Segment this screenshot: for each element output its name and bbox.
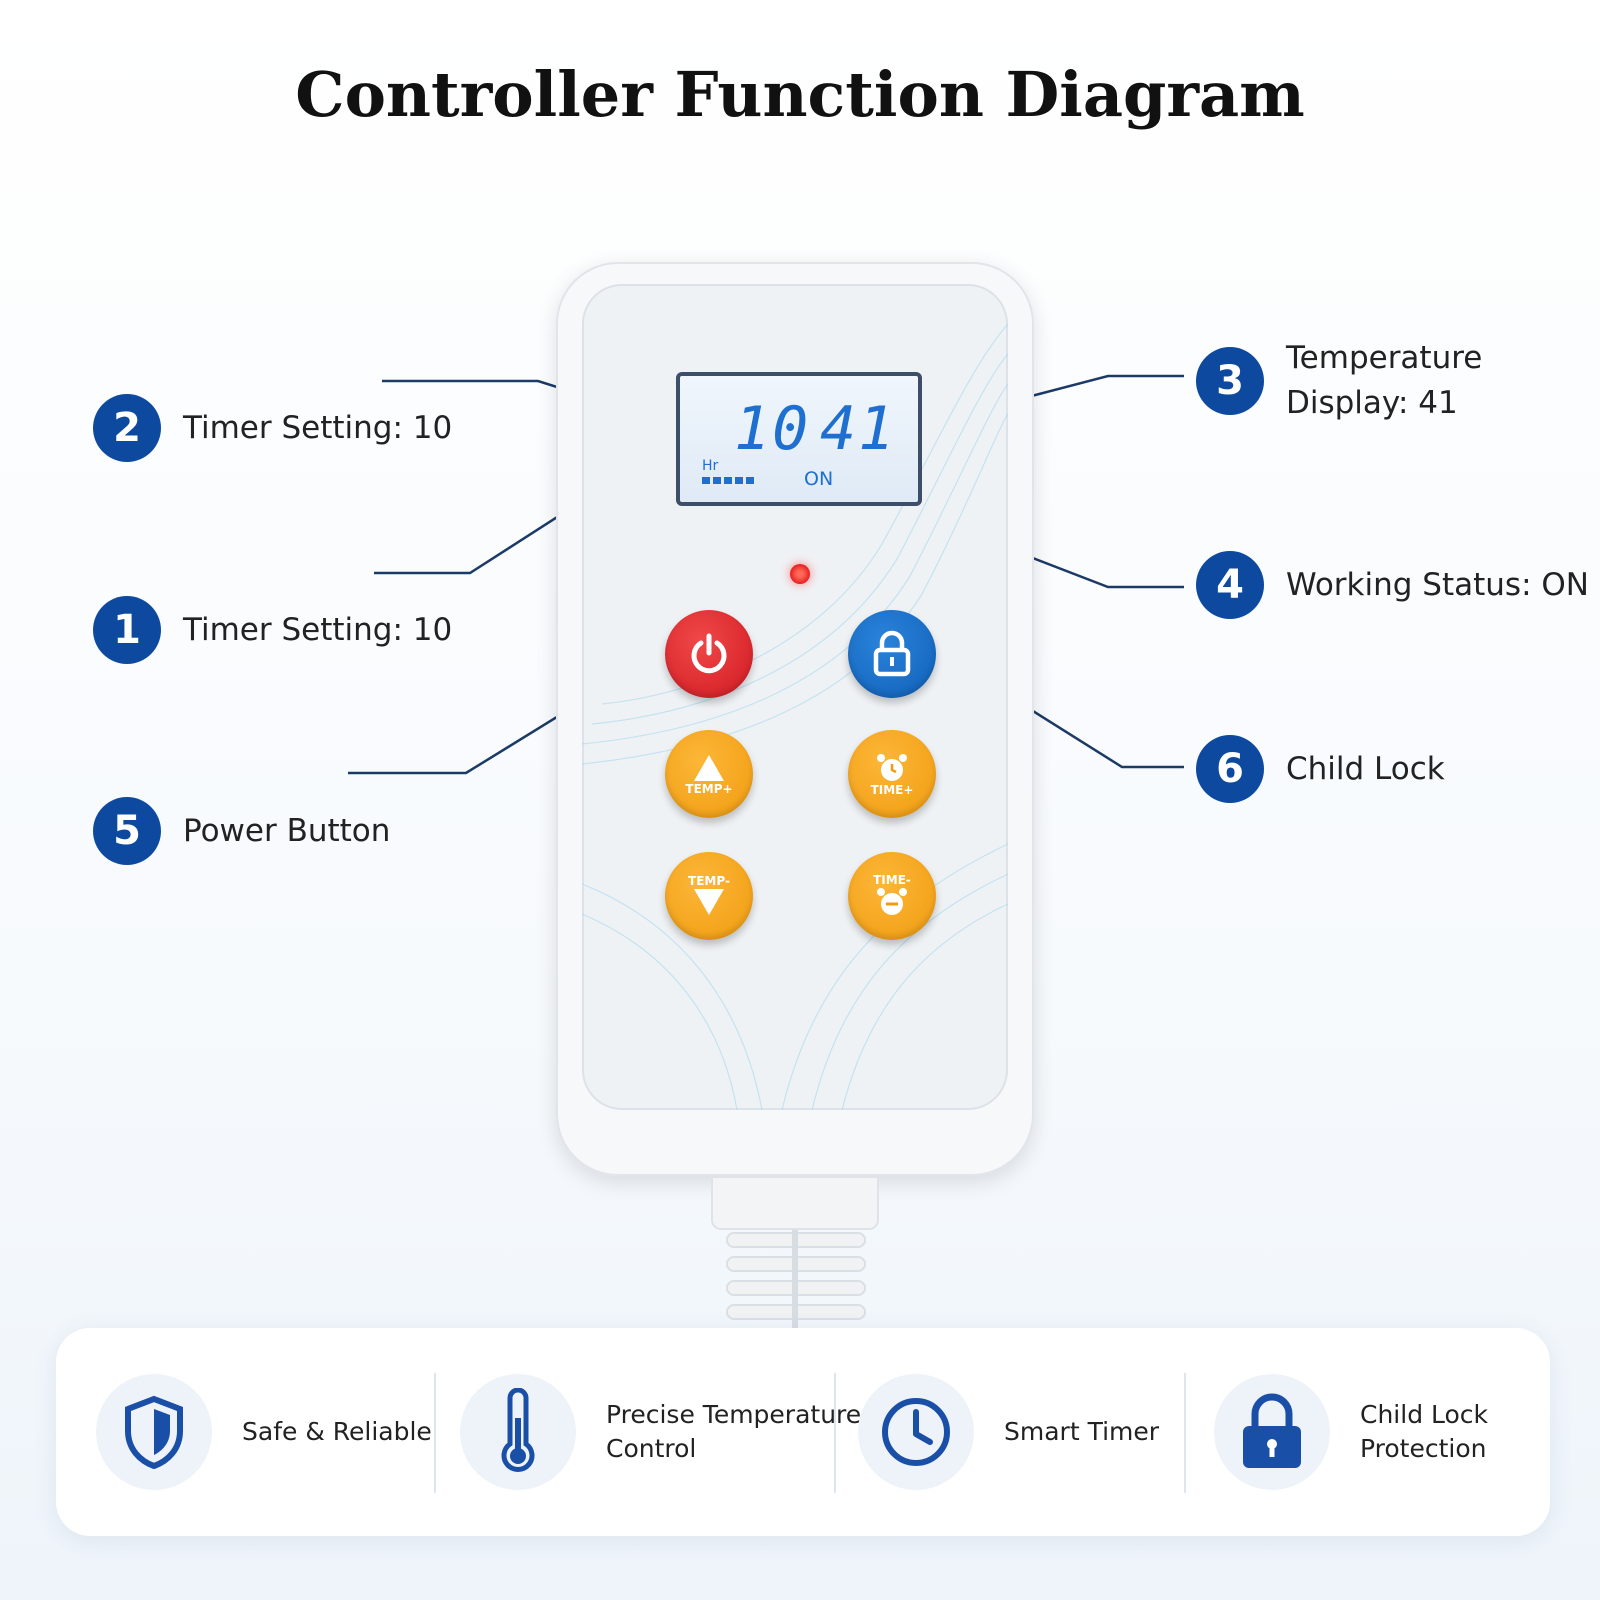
padlock-icon: [873, 630, 911, 677]
callout-5-label: Power Button: [183, 812, 391, 849]
feature-temperature: Precise Temperature Control: [460, 1328, 861, 1536]
time-down-button[interactable]: TIME-: [848, 852, 936, 940]
temp-up-caption: TEMP+: [685, 782, 733, 796]
feature-child-lock-text: Child Lock Protection: [1360, 1398, 1488, 1466]
shield-icon: [125, 1395, 183, 1469]
cable-split: [792, 1230, 798, 1330]
feature-bar: Safe & Reliable Precise Temperature Cont…: [56, 1328, 1550, 1536]
callout-3-number: 3: [1196, 346, 1264, 415]
feature-timer-text: Smart Timer: [1004, 1415, 1159, 1449]
feature-temperature-icon-wrap: [460, 1374, 576, 1490]
feature-divider: [1184, 1373, 1186, 1493]
lcd-temperature-digits: 41: [820, 394, 897, 464]
callout-6-label: Child Lock: [1286, 750, 1445, 787]
callout-3: 3 Temperature Display: 41: [1196, 336, 1482, 426]
lcd-status: ON: [804, 468, 834, 490]
feature-divider: [834, 1373, 836, 1493]
feature-temperature-line1: Precise Temperature: [606, 1400, 862, 1430]
feature-safe-text: Safe & Reliable: [242, 1415, 432, 1449]
feature-child-lock-line1: Child Lock: [1360, 1400, 1489, 1430]
callout-1-number: 1: [93, 596, 161, 664]
callout-1: 1 Timer Setting: 10: [93, 596, 452, 664]
alarm-clock-minus-icon: [877, 888, 907, 915]
callout-5-number: 5: [93, 797, 161, 865]
callout-4-number: 4: [1196, 551, 1264, 619]
feature-child-lock-line2: Protection: [1360, 1434, 1487, 1463]
lcd-hour-unit: Hr: [702, 458, 719, 474]
callout-6-number: 6: [1196, 735, 1264, 803]
wave-pattern: [582, 323, 1008, 1110]
lcd-display: 10 41 Hr ON: [676, 372, 922, 506]
temp-up-button[interactable]: TEMP+: [665, 730, 753, 818]
child-lock-button[interactable]: [848, 610, 936, 698]
triangle-down-icon: [694, 889, 724, 915]
lock-icon: [1243, 1393, 1301, 1468]
callout-2-number: 2: [93, 394, 161, 462]
lcd-level-bars: [702, 477, 754, 484]
callout-2: 2 Timer Setting: 10: [93, 394, 452, 462]
callout-6: 6 Child Lock: [1196, 735, 1445, 803]
temp-down-button[interactable]: TEMP-: [665, 852, 753, 940]
feature-temperature-text: Precise Temperature Control: [606, 1398, 861, 1466]
feature-safe: Safe & Reliable: [96, 1328, 432, 1536]
callout-4: 4 Working Status: ON: [1196, 551, 1589, 619]
power-button[interactable]: [665, 610, 753, 698]
callout-5: 5 Power Button: [93, 797, 390, 865]
feature-safe-line1: Safe & Reliable: [242, 1417, 432, 1447]
feature-safe-icon-wrap: [96, 1374, 212, 1490]
power-indicator-led: [790, 564, 810, 584]
feature-temperature-line2: Control: [606, 1434, 697, 1463]
lcd-timer-digits: 10: [734, 394, 811, 464]
page-title: Controller Function Diagram: [295, 58, 1305, 131]
time-up-caption: TIME+: [870, 783, 914, 797]
feature-divider: [434, 1373, 436, 1493]
callout-2-label: Timer Setting: 10: [183, 409, 453, 446]
feature-child-lock: Child Lock Protection: [1214, 1328, 1488, 1536]
callout-3-label-line1: Temperature: [1286, 340, 1483, 376]
callout-1-label: Timer Setting: 10: [183, 611, 453, 648]
callout-4-label: Working Status: ON: [1286, 566, 1589, 603]
alarm-clock-icon: [877, 754, 907, 781]
callout-3-label: Temperature Display: 41: [1286, 336, 1482, 426]
callout-3-label-line2: Display: 41: [1286, 384, 1458, 421]
temp-down-caption: TEMP-: [688, 874, 730, 888]
thermometer-icon: [501, 1388, 535, 1472]
clock-icon: [882, 1398, 950, 1466]
feature-timer-line1: Smart Timer: [1004, 1417, 1160, 1447]
triangle-up-icon: [694, 755, 724, 781]
time-up-button[interactable]: TIME+: [848, 730, 936, 818]
time-down-caption: TIME-: [873, 873, 911, 887]
feature-timer-icon-wrap: [858, 1374, 974, 1490]
feature-timer: Smart Timer: [858, 1328, 1159, 1536]
power-icon: [691, 633, 727, 674]
feature-child-lock-icon-wrap: [1214, 1374, 1330, 1490]
cable-strain-relief: [711, 1176, 879, 1230]
